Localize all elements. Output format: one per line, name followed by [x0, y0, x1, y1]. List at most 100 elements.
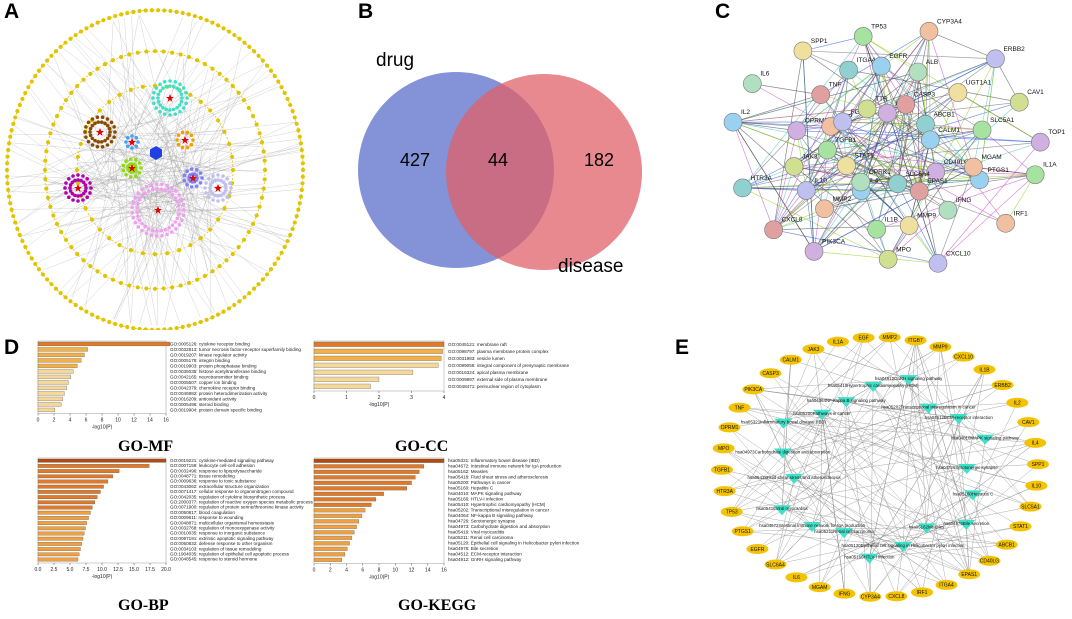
ring-node — [226, 29, 232, 34]
cluster-node — [100, 144, 105, 149]
cluster-node — [185, 130, 190, 135]
pathway-edge — [729, 427, 813, 527]
ring-node — [6, 141, 12, 146]
network-edge — [8, 191, 112, 196]
pathway-edge — [966, 442, 1036, 469]
ppi-edge — [752, 83, 821, 96]
gene-node — [978, 555, 1001, 566]
ring-node — [259, 195, 265, 200]
cluster-node — [136, 201, 140, 206]
pathway-label: hsa05202Transcriptional misregulation in… — [881, 405, 976, 410]
cluster-node — [178, 109, 182, 114]
ppi-node — [787, 121, 807, 140]
network-edge — [66, 216, 122, 295]
cluster-node — [189, 167, 194, 171]
gene-node — [904, 335, 927, 346]
pathway-edge — [940, 346, 967, 524]
network-edge — [73, 39, 174, 152]
gene-label: TNF — [735, 405, 745, 411]
cluster-node — [177, 208, 181, 212]
cluster-node — [143, 191, 147, 196]
ring-node — [6, 147, 11, 153]
bar — [37, 391, 65, 396]
ring-node — [152, 252, 158, 257]
network-edge — [175, 195, 285, 247]
bar — [37, 490, 101, 494]
cluster-node — [144, 184, 149, 189]
ppi-edge — [742, 187, 920, 192]
term-label: hsa04512: ECM-receptor interaction — [448, 552, 522, 557]
cluster-node — [105, 123, 110, 128]
gene-node — [731, 526, 754, 537]
ppi-node-label: STAT1 — [854, 153, 874, 160]
gene-node — [802, 344, 825, 355]
venn-overlap-count: 44 — [488, 150, 508, 170]
gene-label: HTR3A — [717, 489, 734, 495]
pathway-edge — [783, 422, 1037, 486]
pathway-node — [785, 473, 804, 484]
bar — [313, 376, 380, 382]
bar — [313, 535, 353, 540]
ring-node — [226, 306, 232, 311]
network-edge — [99, 88, 149, 173]
network-edge — [177, 206, 289, 237]
term-label: GO:0048545: response to steroid hormone — [170, 557, 258, 562]
pathway-edge — [731, 511, 813, 527]
cluster-node — [84, 135, 88, 139]
ppi-edge — [981, 129, 1036, 176]
star-node — [128, 138, 136, 146]
ppi-edge — [802, 50, 996, 60]
bar — [37, 385, 67, 391]
pathway-edge — [753, 378, 909, 390]
ppi-edge — [732, 121, 898, 185]
network-edge — [135, 194, 292, 232]
term-label: hsa04064: NF-kappa B signaling pathway — [448, 513, 534, 518]
pathway-label: hsa05160Hepatitis C — [953, 491, 994, 496]
cluster-node — [185, 145, 190, 150]
cluster-node — [169, 186, 174, 190]
ppi-edge — [1005, 174, 1036, 224]
pathway-edge — [813, 348, 847, 402]
cluster-node — [137, 171, 142, 175]
hexagon-node — [150, 146, 162, 160]
network-edge — [52, 209, 115, 214]
term-label: hsa04973: Carbohydrate digestion and abs… — [448, 524, 550, 529]
network-edge — [113, 145, 131, 324]
bar — [313, 369, 414, 375]
ppi-node — [815, 199, 834, 219]
go-mf-title: GO-MF — [118, 438, 174, 455]
cluster-node — [90, 117, 95, 121]
bar — [37, 396, 63, 402]
ppi-node — [996, 214, 1015, 233]
pathway-edge — [915, 340, 967, 524]
pathway-edge — [921, 417, 959, 593]
ring-node — [188, 242, 193, 248]
pathway-edge — [721, 469, 967, 525]
ppi-node-label: TP53 — [871, 23, 887, 30]
tick-label: 8 — [378, 568, 381, 574]
network-edge — [77, 166, 180, 182]
tick-label: 4 — [69, 418, 72, 424]
gene-node — [764, 559, 787, 570]
pathway-node — [899, 375, 918, 386]
pathway-edge — [782, 384, 1003, 453]
cluster-node — [213, 178, 217, 183]
pathway-edge — [821, 413, 1031, 507]
bar — [37, 358, 82, 363]
pathway-edge — [739, 407, 986, 439]
ring-node — [9, 207, 14, 212]
pathway-node — [773, 448, 792, 459]
ring-node — [202, 273, 208, 278]
ring-node — [9, 128, 14, 133]
pathway-label: hsa05410Hypertrophic cardiomyopathy (HCM… — [828, 383, 919, 388]
ring-node — [13, 220, 18, 225]
ring-node — [75, 154, 81, 159]
pathway-edge — [783, 337, 864, 423]
ppi-edge — [806, 92, 959, 191]
bar — [313, 519, 360, 524]
ppi-edge — [935, 129, 983, 173]
ppi-node-label: CXCL10 — [946, 250, 971, 257]
cluster-node — [170, 223, 175, 228]
gene-label: IL1A — [833, 339, 844, 345]
gene-node — [911, 587, 934, 598]
